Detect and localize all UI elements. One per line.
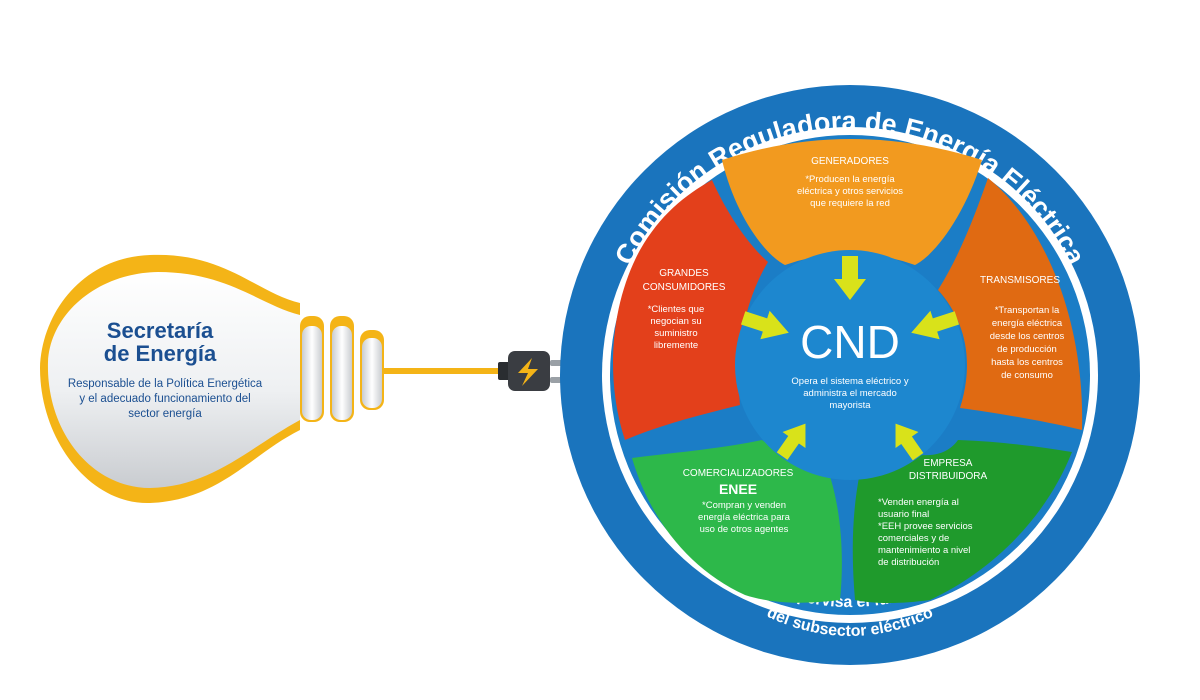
distribuidora-title1: EMPRESA bbox=[924, 458, 973, 469]
lightning-icon bbox=[518, 358, 538, 386]
comercializadores-line3: uso de otros agentes bbox=[700, 524, 789, 535]
arrow-from-distribuidora bbox=[895, 423, 924, 461]
center-line2: administra el mercado bbox=[803, 388, 896, 399]
distribuidora-line1: *Venden energía al bbox=[878, 497, 959, 508]
generadores-title: GENERADORES bbox=[811, 156, 889, 167]
arrow-from-generadores bbox=[834, 256, 866, 300]
segment-grandes-consumidores: GRANDES CONSUMIDORES *Clientes que negoc… bbox=[613, 180, 768, 440]
arrow-from-grandes bbox=[740, 310, 789, 340]
light-bulb: Secretaría de Energía Responsable de la … bbox=[40, 254, 384, 504]
grandes-line1: *Clientes que bbox=[648, 304, 705, 315]
grandes-line2: negocian su bbox=[650, 316, 701, 327]
arrow-from-comercializadores bbox=[776, 423, 806, 460]
center-title: CND bbox=[800, 316, 900, 368]
grandes-title1: GRANDES bbox=[659, 268, 709, 279]
distribuidora-line2: usuario final bbox=[878, 509, 929, 520]
grandes-line3: suministro bbox=[654, 328, 697, 339]
transmisores-line5: hasta los centros bbox=[991, 357, 1063, 368]
center-line1: Opera el sistema eléctrico y bbox=[791, 376, 908, 387]
generadores-line3: que requiere la red bbox=[810, 198, 890, 209]
bulb-desc-line3: sector energía bbox=[128, 408, 202, 420]
distribuidora-line3: *EEH provee servicios bbox=[878, 521, 973, 532]
arrow-from-transmisores bbox=[911, 310, 960, 340]
center-circle bbox=[735, 250, 965, 480]
transmisores-line3: desde los centros bbox=[990, 331, 1065, 342]
comercializadores-subtitle: ENEE bbox=[719, 481, 757, 497]
segment-transmisores: TRANSMISORES *Transportan la energía elé… bbox=[938, 178, 1083, 430]
bulb-desc-line1: Responsable de la Política Energética bbox=[68, 378, 263, 390]
distribuidora-line5: mantenimiento a nivel bbox=[878, 545, 970, 556]
distribuidora-line6: de distribución bbox=[878, 557, 939, 568]
comercializadores-line1: *Compran y venden bbox=[702, 500, 786, 511]
bulb-cap bbox=[300, 316, 384, 422]
distribuidora-line4: comerciales y de bbox=[878, 533, 949, 544]
power-plug bbox=[384, 351, 564, 391]
flow-arrows bbox=[740, 256, 960, 461]
transmisores-title: TRANSMISORES bbox=[980, 275, 1060, 286]
segment-distribuidora: EMPRESA DISTRIBUIDORA *Venden energía al… bbox=[852, 440, 1072, 603]
generadores-line1: *Producen la energía bbox=[805, 174, 895, 185]
bulb-title-line1: Secretaría bbox=[107, 318, 214, 343]
bulb-glass bbox=[47, 272, 301, 488]
segment-generadores: GENERADORES *Producen la energía eléctri… bbox=[722, 139, 982, 265]
comercializadores-line2: energía eléctrica para bbox=[698, 512, 791, 523]
distribuidora-title2: DISTRIBUIDORA bbox=[909, 471, 988, 482]
transmisores-line1: *Transportan la bbox=[995, 305, 1060, 316]
bulb-title-line2: de Energía bbox=[104, 341, 217, 366]
bulb-desc-line2: y el adecuado funcionamiento del bbox=[79, 393, 250, 405]
power-cable bbox=[384, 368, 502, 374]
center-line3: mayorista bbox=[829, 400, 871, 411]
transmisores-line6: de consumo bbox=[1001, 370, 1053, 381]
grandes-title2: CONSUMIDORES bbox=[643, 282, 726, 293]
center-cnd: CND Opera el sistema eléctrico y adminis… bbox=[735, 250, 965, 480]
transmisores-line4: de producción bbox=[997, 344, 1057, 355]
segment-comercializadores: COMERCIALIZADORES ENEE *Compran y venden… bbox=[632, 440, 842, 603]
generadores-line2: eléctrica y otros servicios bbox=[797, 186, 903, 197]
transmisores-line2: energía eléctrica bbox=[992, 318, 1063, 329]
comercializadores-title: COMERCIALIZADORES bbox=[683, 468, 794, 479]
grandes-line4: libremente bbox=[654, 340, 698, 351]
